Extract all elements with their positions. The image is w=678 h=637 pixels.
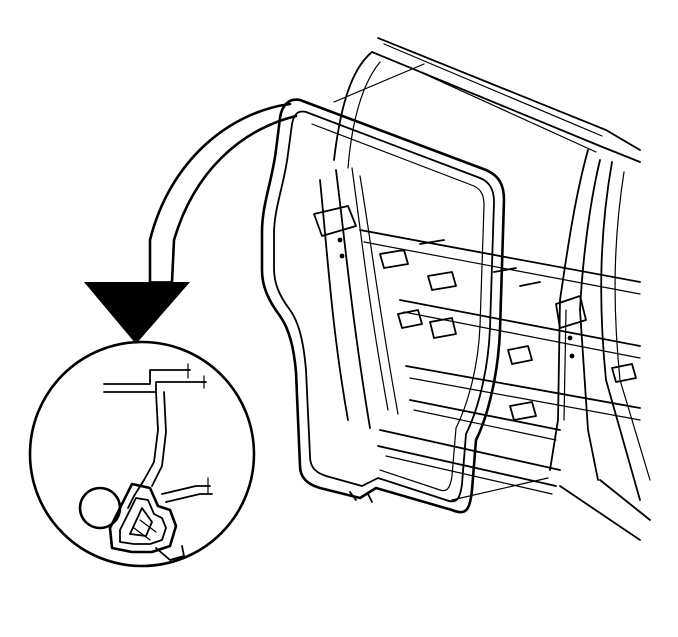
weatherstrip-cross-section-detail xyxy=(28,340,256,568)
front-pillar xyxy=(313,167,399,429)
leader-line-lower xyxy=(451,477,549,501)
door-weatherstrip xyxy=(260,98,506,514)
floor-brackets xyxy=(379,239,637,421)
center-pillar xyxy=(549,149,651,501)
roof-rail xyxy=(333,37,641,169)
vehicle-body xyxy=(313,37,651,541)
leader-line xyxy=(333,63,425,103)
cross-section-profile xyxy=(78,363,213,561)
curved-arrow-icon xyxy=(84,102,298,344)
floor-panel xyxy=(359,229,651,541)
